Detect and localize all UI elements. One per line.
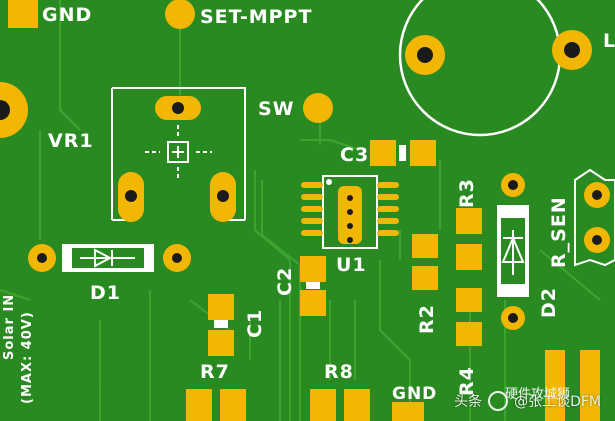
- trimmer-cross-icon: [145, 125, 212, 180]
- watermark-overlay: 硬件攻城狮: [505, 387, 571, 402]
- r8-label: R8: [324, 361, 354, 383]
- sw-label: SW: [258, 98, 295, 120]
- set-mppt-pad: [165, 0, 195, 29]
- r-sen-header: [574, 168, 615, 267]
- gnd-pad-top: [8, 0, 38, 28]
- d2-label: D2: [538, 287, 560, 318]
- u1-chip: [301, 175, 399, 249]
- set-mppt-label: SET-MPPT: [200, 6, 313, 28]
- inductor-label: L: [603, 30, 615, 52]
- u1-label: U1: [336, 254, 367, 276]
- solar-in-label: Solar IN: [2, 293, 17, 360]
- watermark-source: 头条: [454, 394, 483, 410]
- d1-label: D1: [90, 282, 121, 304]
- r3-label: R3: [456, 178, 478, 208]
- gnd-top-label: GND: [42, 4, 93, 26]
- vr1-outline: [111, 87, 246, 221]
- gnd-bottom-label: GND: [392, 384, 438, 404]
- sw-pad: [303, 93, 333, 123]
- r-sen-label: R_SEN: [548, 196, 570, 268]
- c3-label: C3: [340, 144, 370, 166]
- watermark-logo-icon: [488, 391, 509, 411]
- watermark-author: @张工谈DFM: [514, 394, 601, 410]
- c2-label: C2: [274, 266, 296, 296]
- c1-label: C1: [244, 308, 266, 338]
- watermark: 头条 @张工谈DFM: [454, 391, 601, 411]
- r7-label: R7: [200, 361, 230, 383]
- max-voltage-label: (MAX: 40V): [20, 311, 35, 404]
- vr1-label: VR1: [48, 130, 94, 152]
- r2-label: R2: [416, 304, 438, 334]
